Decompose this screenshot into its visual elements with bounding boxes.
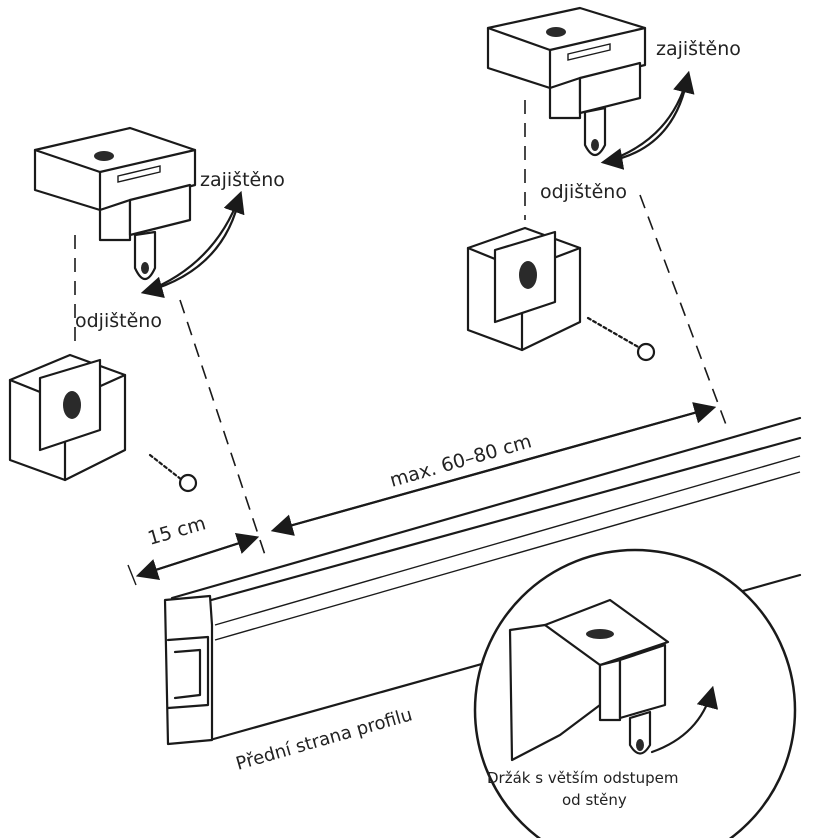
edge-distance-label: 15 cm xyxy=(145,512,208,549)
detail-label-line2: od stěny xyxy=(562,791,627,809)
right-wall-bracket xyxy=(466,226,582,352)
left-clip xyxy=(33,126,197,281)
right-screw xyxy=(586,316,656,362)
left-unlock-arrow xyxy=(140,193,242,298)
left-wall-bracket xyxy=(8,353,127,482)
right-unlock-arrow xyxy=(600,73,690,170)
right-unlocked-label: odjištěno xyxy=(540,181,627,203)
right-align-line-2 xyxy=(639,194,729,431)
right-locked-label: zajištěno xyxy=(656,38,741,60)
spacing-dim-arrow-l xyxy=(270,406,714,536)
detail-circle xyxy=(473,548,797,838)
edge-dim-arrow-l xyxy=(135,536,257,581)
right-clip xyxy=(486,6,647,157)
left-unlocked-label: odjištěno xyxy=(75,310,162,332)
profile-front-label: Přední strana profilu xyxy=(234,704,415,774)
left-locked-label: zajištěno xyxy=(200,169,285,191)
detail-label-line1: Držák s větším odstupem xyxy=(487,769,678,787)
spacing-label: max. 60–80 cm xyxy=(387,430,534,491)
left-screw xyxy=(148,453,198,493)
